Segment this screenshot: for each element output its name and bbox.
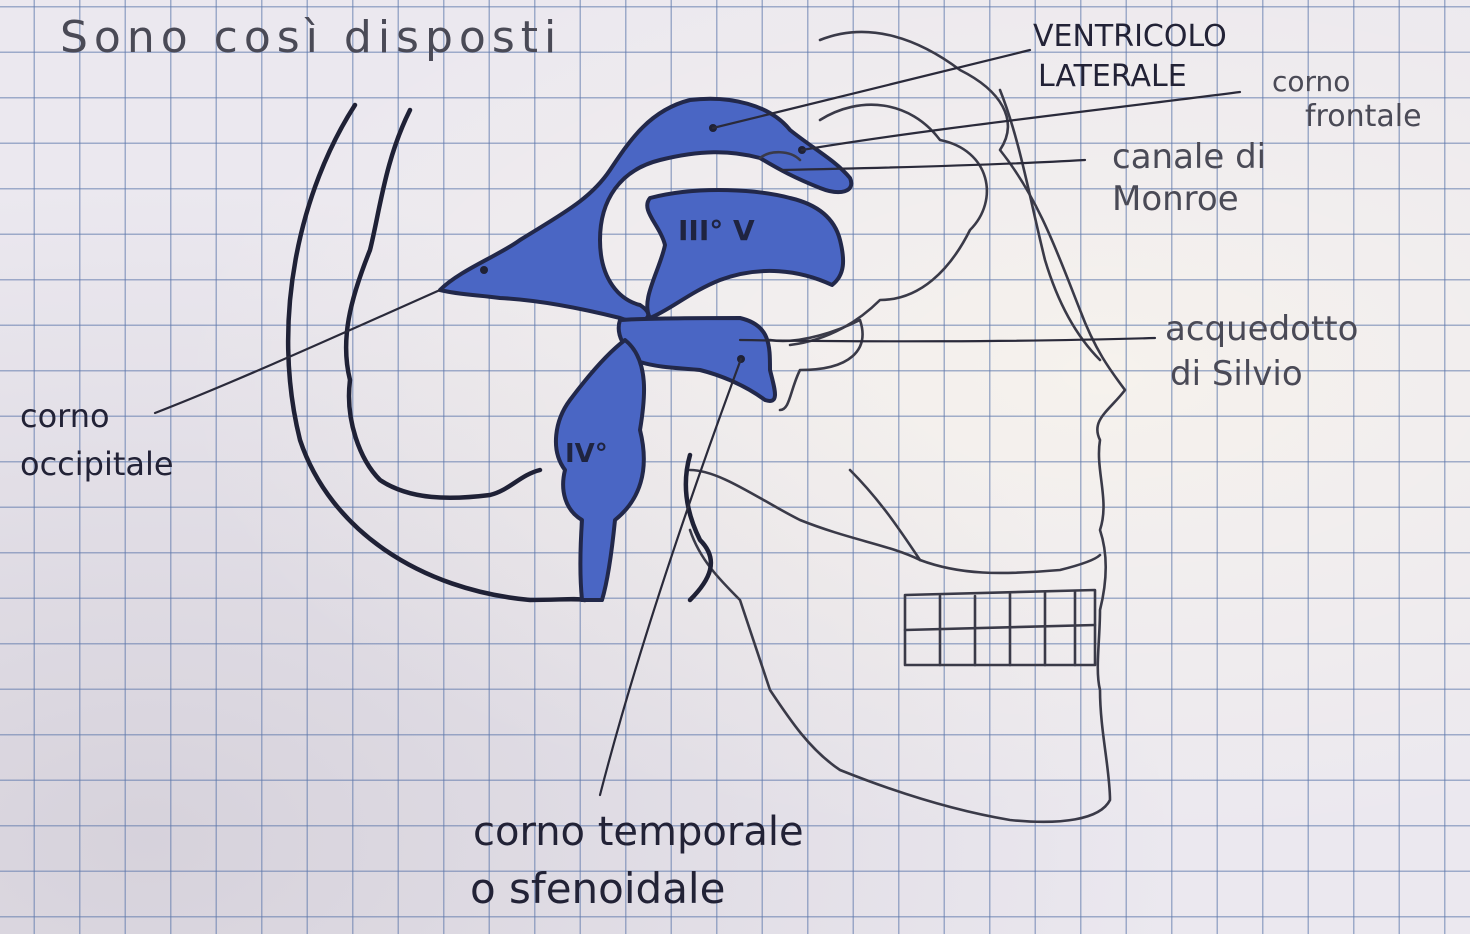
label-ventricolo-laterale-1: VENTRICOLO — [1033, 22, 1227, 52]
label-corno-temporale-2: o sfenoidale — [470, 868, 725, 910]
label-acquedotto-1: acquedotto — [1165, 312, 1358, 346]
brain-temporal-outline — [770, 320, 863, 410]
label-corno-occipitale-2: occipitale — [20, 448, 174, 480]
teeth — [905, 590, 1095, 665]
leader-corno-occipitale — [155, 290, 440, 413]
page-heading: Sono così disposti — [60, 16, 562, 60]
skull-vault-inner — [346, 110, 540, 498]
marker-occipital — [480, 266, 488, 274]
label-canale-monroe-1: canale di — [1112, 140, 1266, 174]
fourth-ventricle-label: IV° — [565, 439, 608, 469]
label-corno-frontale-1: corno — [1272, 68, 1350, 96]
label-ventricolo-laterale-2: LATERALE — [1038, 62, 1187, 92]
skull-vault-outer — [288, 105, 585, 600]
label-canale-monroe-2: Monroe — [1112, 182, 1239, 216]
fourth-ventricle — [556, 340, 644, 600]
third-ventricle-label: III° V — [678, 214, 755, 247]
label-corno-frontale-2: frontale — [1305, 102, 1422, 132]
label-corno-occipitale-1: corno — [20, 400, 110, 432]
label-corno-temporale-1: corno temporale — [473, 812, 804, 852]
leader-ventricolo-laterale — [713, 50, 1030, 128]
label-acquedotto-2: di Silvio — [1170, 357, 1303, 391]
third-ventricle — [647, 190, 843, 318]
